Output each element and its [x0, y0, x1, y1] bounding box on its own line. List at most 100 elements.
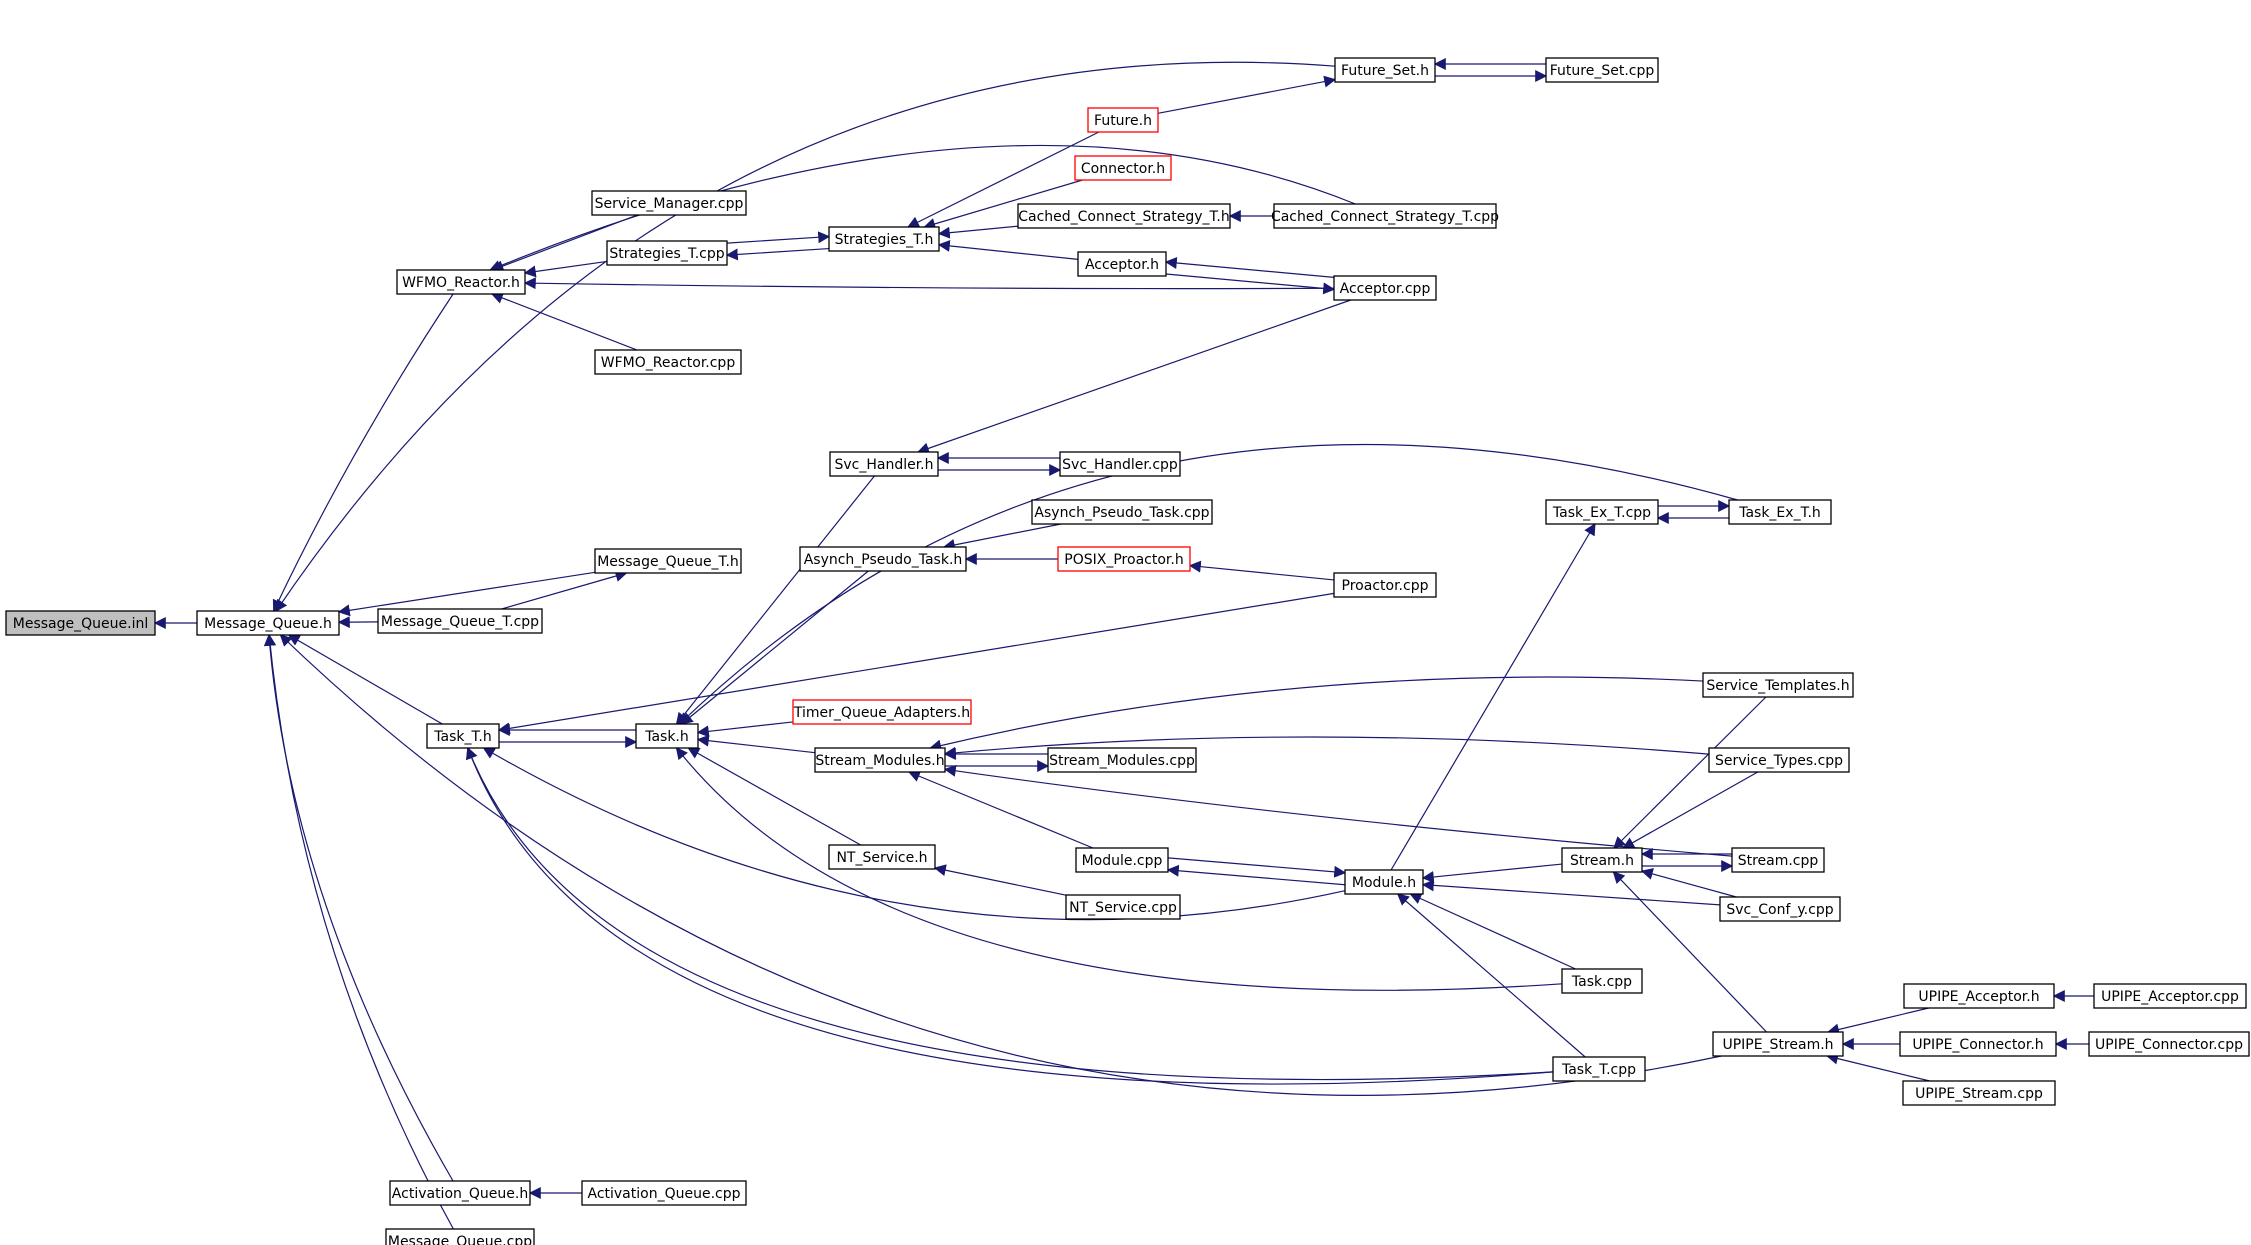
node-activation-queue-cpp[interactable]: Activation_Queue.cpp: [581, 1180, 747, 1206]
node-label: Svc_Conf_y.cpp: [1726, 902, 1833, 918]
node-box: [1719, 896, 1841, 922]
node-box: [377, 608, 543, 634]
node-box: [1059, 451, 1181, 477]
node-strategies-t-cpp[interactable]: Strategies_T.cpp: [606, 240, 728, 266]
node-label: Strategies_T.cpp: [609, 246, 724, 262]
node-nt-service-h[interactable]: NT_Service.h: [828, 844, 936, 870]
edge-strategies-t-h-to-strategies-t-cpp: [725, 247, 830, 261]
node-svc-handler-h[interactable]: Svc_Handler.h: [829, 451, 939, 477]
node-upipe-stream-cpp[interactable]: UPIPE_Stream.cpp: [1902, 1080, 2056, 1106]
node-wfmo-reactor-cpp[interactable]: WFMO_Reactor.cpp: [594, 349, 742, 375]
node-future-h[interactable]: Future.h: [1087, 107, 1159, 133]
node-box: [1075, 847, 1169, 873]
node-label: Service_Manager.cpp: [595, 196, 744, 212]
node-label: Cached_Connect_Strategy_T.h: [1018, 209, 1230, 225]
node-box: [1899, 1031, 2057, 1057]
edge-stream-modules-h-to-task-h: [696, 734, 816, 754]
node-box: [1031, 499, 1213, 525]
edge-service-types-cpp-to-stream-modules-h: [943, 736, 1710, 759]
node-label: Stream_Modules.cpp: [1049, 753, 1195, 769]
node-strategies-t-h[interactable]: Strategies_T.h: [828, 226, 940, 252]
node-service-types-cpp[interactable]: Service_Types.cpp: [1708, 747, 1850, 773]
node-stream-modules-cpp[interactable]: Stream_Modules.cpp: [1047, 747, 1197, 773]
node-stream-h[interactable]: Stream.h: [1561, 847, 1643, 873]
node-proactor-cpp[interactable]: Proactor.cpp: [1333, 572, 1437, 598]
node-timer-qa-h[interactable]: Timer_Queue_Adapters.h: [792, 699, 972, 725]
node-label: Module.cpp: [1082, 853, 1163, 869]
node-task-ex-t-h[interactable]: Task_Ex_T.h: [1728, 499, 1832, 525]
node-acceptor-h[interactable]: Acceptor.h: [1077, 251, 1167, 277]
node-stream-modules-h[interactable]: Stream_Modules.h: [814, 747, 946, 773]
edge-upipe-stream-h-to-mq-h: [279, 634, 1722, 1096]
node-box: [606, 240, 728, 266]
node-cached-cs-h[interactable]: Cached_Connect_Strategy_T.h: [1017, 203, 1231, 229]
node-nt-service-cpp[interactable]: NT_Service.cpp: [1065, 894, 1181, 920]
node-label: Acceptor.h: [1085, 257, 1159, 273]
node-task-cpp[interactable]: Task.cpp: [1561, 968, 1643, 994]
node-upipe-acceptor-cpp[interactable]: UPIPE_Acceptor.cpp: [2093, 983, 2247, 1009]
node-svc-conf-y-cpp[interactable]: Svc_Conf_y.cpp: [1719, 896, 1841, 922]
node-posix-proactor-h[interactable]: POSIX_Proactor.h: [1057, 546, 1191, 572]
edge-proactor-cpp-to-posix-proactor-h: [1188, 560, 1335, 581]
node-label: Task_T.cpp: [1561, 1062, 1636, 1078]
node-mq-t-h[interactable]: Message_Queue_T.h: [594, 548, 742, 574]
node-module-h[interactable]: Module.h: [1344, 869, 1424, 895]
node-future-set-h[interactable]: Future_Set.h: [1334, 57, 1436, 83]
node-label: UPIPE_Stream.h: [1722, 1037, 1833, 1053]
node-task-t-cpp[interactable]: Task_T.cpp: [1552, 1056, 1646, 1082]
node-upipe-connector-cpp[interactable]: UPIPE_Connector.cpp: [2088, 1031, 2250, 1057]
node-upipe-connector-h[interactable]: UPIPE_Connector.h: [1899, 1031, 2057, 1057]
edge-asynch-pt-h-to-task-h: [680, 570, 869, 725]
edge-strategies-t-cpp-to-strategies-t-h: [726, 231, 831, 244]
node-wfmo-reactor-h[interactable]: WFMO_Reactor.h: [396, 269, 526, 295]
file-nodes: Message_Queue.inl Message_Queue.h Future_S…: [5, 57, 2250, 1245]
node-module-cpp[interactable]: Module.cpp: [1075, 847, 1169, 873]
node-label: Message_Queue.inl: [13, 616, 148, 632]
node-box: [1561, 847, 1643, 873]
node-mq-h[interactable]: Message_Queue.h: [196, 610, 340, 636]
node-label: Svc_Handler.cpp: [1062, 457, 1178, 473]
node-mq-cpp[interactable]: Message_Queue.cpp: [385, 1228, 535, 1245]
node-cached-cs-cpp[interactable]: Cached_Connect_Strategy_T.cpp: [1271, 203, 1499, 229]
node-box: [792, 699, 972, 725]
node-label: Service_Templates.h: [1706, 678, 1849, 694]
node-box: [1728, 499, 1832, 525]
node-connector-h[interactable]: Connector.h: [1074, 155, 1172, 181]
node-label: Asynch_Pseudo_Task.h: [804, 552, 963, 568]
edge-nt-service-h-to-task-h: [687, 747, 861, 846]
node-label: UPIPE_Acceptor.h: [1918, 989, 2039, 1005]
node-box: [196, 610, 340, 636]
edge-module-cpp-to-stream-modules-h: [907, 770, 1094, 849]
node-upipe-acceptor-h[interactable]: UPIPE_Acceptor.h: [1903, 983, 2055, 1009]
edge-mq-cpp-to-mq-h: [264, 633, 454, 1230]
node-asynch-pt-cpp[interactable]: Asynch_Pseudo_Task.cpp: [1031, 499, 1213, 525]
node-box: [1087, 107, 1159, 133]
node-box: [1561, 968, 1643, 994]
edge-task-t-h-to-mq-h: [287, 634, 443, 725]
node-mq-inl[interactable]: Message_Queue.inl: [5, 610, 156, 636]
node-label: UPIPE_Connector.cpp: [2095, 1037, 2243, 1053]
node-task-h[interactable]: Task.h: [635, 723, 699, 749]
node-svc-handler-cpp[interactable]: Svc_Handler.cpp: [1059, 451, 1181, 477]
node-service-manager-cpp[interactable]: Service_Manager.cpp: [591, 190, 747, 216]
node-service-templates-h[interactable]: Service_Templates.h: [1702, 672, 1854, 698]
node-box: [2093, 983, 2247, 1009]
edge-module-h-to-module-cpp: [1166, 864, 1346, 886]
node-activation-queue-h[interactable]: Activation_Queue.h: [389, 1180, 531, 1206]
node-upipe-stream-h[interactable]: UPIPE_Stream.h: [1712, 1031, 1844, 1057]
node-mq-t-cpp[interactable]: Message_Queue_T.cpp: [377, 608, 543, 634]
edge-connector-h-to-strategies-t-h: [923, 179, 1083, 230]
node-acceptor-cpp[interactable]: Acceptor.cpp: [1333, 275, 1437, 301]
node-label: NT_Service.h: [836, 850, 927, 866]
node-label: Task_T.h: [433, 729, 491, 745]
node-box: [1708, 747, 1850, 773]
node-task-t-h[interactable]: Task_T.h: [426, 723, 500, 749]
node-box: [1552, 1056, 1646, 1082]
node-label: Connector.h: [1081, 161, 1165, 177]
edge-svc-conf-y-cpp-to-stream-h: [1640, 868, 1737, 898]
node-label: Task_Ex_T.h: [1738, 505, 1821, 521]
node-asynch-pt-h[interactable]: Asynch_Pseudo_Task.h: [799, 546, 967, 572]
node-future-set-cpp[interactable]: Future_Set.cpp: [1545, 57, 1659, 83]
node-stream-cpp[interactable]: Stream.cpp: [1731, 847, 1825, 873]
node-task-ex-t-cpp[interactable]: Task_Ex_T.cpp: [1545, 499, 1659, 525]
